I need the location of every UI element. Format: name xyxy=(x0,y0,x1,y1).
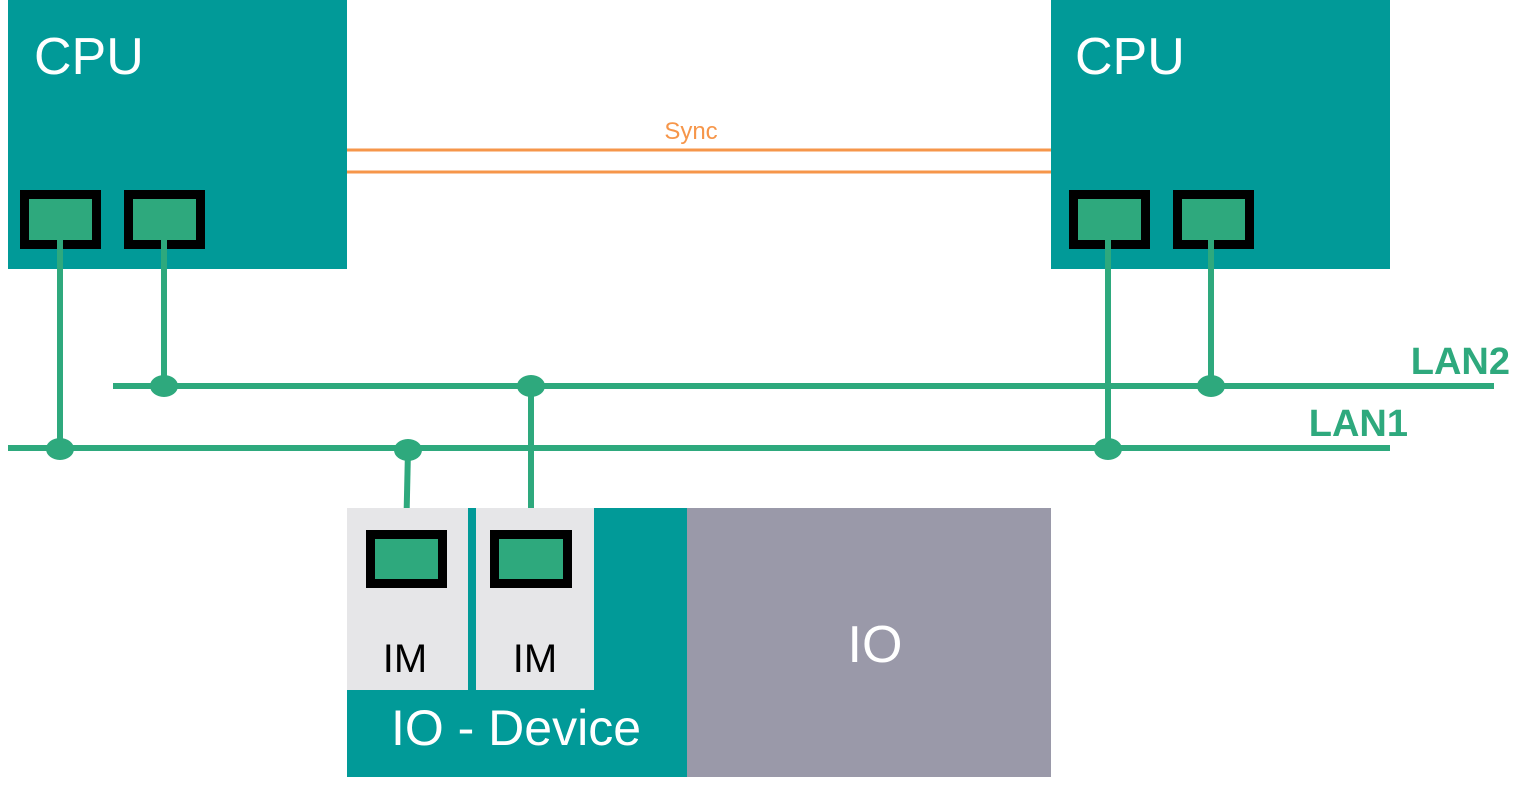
cpu-left-port-1 xyxy=(20,190,101,249)
junctions xyxy=(46,375,1225,461)
io-device-label: IO - Device xyxy=(391,700,641,756)
lan2-bus: LAN2 xyxy=(113,341,1510,389)
sync-label: Sync xyxy=(664,118,717,145)
cpu-right: CPU xyxy=(1051,0,1390,269)
im-module-1-label: IM xyxy=(383,637,427,681)
cpu-left-port-2 xyxy=(124,190,205,249)
junction-lan2-cpu-left xyxy=(150,375,178,397)
lan1-bus: LAN1 xyxy=(8,403,1408,451)
io-device: IM IM IO - Device xyxy=(347,508,687,777)
cpu-right-label: CPU xyxy=(1075,28,1185,86)
im-module-1-port xyxy=(366,530,447,588)
junction-lan1-cpu-right xyxy=(1094,438,1122,460)
junction-lan1-im1 xyxy=(394,439,422,461)
cpu-right-port-2 xyxy=(1173,190,1254,249)
im-module-2-port xyxy=(490,530,572,588)
lan1-label: LAN1 xyxy=(1309,403,1408,445)
io-box xyxy=(687,508,1051,777)
junction-lan1-cpu-left xyxy=(46,438,74,460)
junction-lan2-im2 xyxy=(517,375,545,397)
lan2-label: LAN2 xyxy=(1411,341,1510,383)
im-module-2-label: IM xyxy=(513,637,557,681)
junction-lan2-cpu-right xyxy=(1197,375,1225,397)
io-block: IO xyxy=(687,508,1051,777)
cpu-left-label: CPU xyxy=(34,28,144,86)
cpu-left: CPU xyxy=(8,0,347,269)
cpu-right-port-1 xyxy=(1069,190,1150,249)
io-label: IO xyxy=(848,616,903,674)
sync-link: Sync xyxy=(347,118,1051,174)
